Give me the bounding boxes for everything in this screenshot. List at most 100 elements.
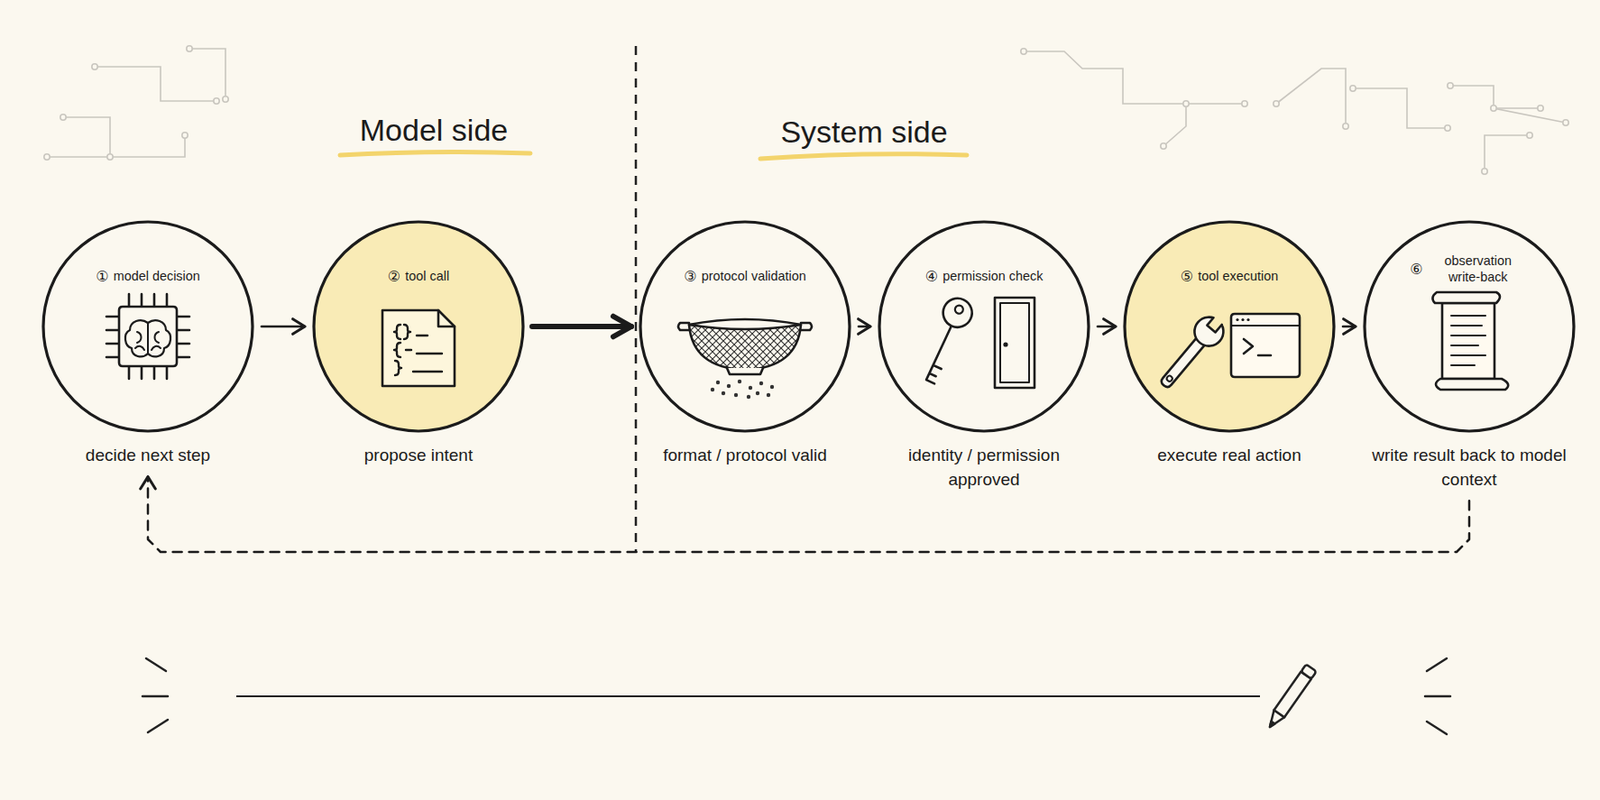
wrench-handle (1159, 336, 1207, 389)
circuit-pad (1447, 82, 1453, 89)
step-title: observation write-back (1427, 253, 1529, 286)
terminal-bar (1231, 324, 1300, 327)
key-icon (913, 294, 977, 387)
sift-dot (770, 385, 774, 389)
step-circle: ④permission checkidentity / permission a… (877, 220, 1091, 433)
chip-pins (106, 294, 190, 379)
terminal-prompt (1243, 339, 1271, 356)
circle-outline (879, 221, 1089, 432)
brain-outline (125, 320, 171, 357)
sift-dot (766, 393, 771, 397)
key-shaft (926, 325, 960, 384)
circuit-pad (182, 132, 188, 138)
callout-number: ② (387, 267, 402, 286)
step-icon (1152, 308, 1300, 396)
step-title: model decision (113, 268, 201, 285)
circuit-pad (60, 114, 66, 120)
terminal-dot (1241, 318, 1244, 322)
step-caption: write result back to model context (1362, 443, 1576, 492)
wrench-head (1188, 311, 1230, 352)
circuit-pad (1563, 119, 1569, 126)
circle-outline (1364, 221, 1574, 432)
circuit-pad (186, 45, 193, 52)
step-icon (1432, 292, 1509, 390)
colander-bowl (689, 324, 801, 370)
circle-outline (1124, 221, 1334, 432)
step-caption: propose intent (312, 443, 525, 469)
colander-rim (689, 319, 801, 330)
flow-arrow (532, 323, 632, 330)
circuit-pad (213, 98, 220, 104)
circle-shape (41, 220, 255, 433)
circuit-trace (1484, 135, 1530, 172)
document-fold (438, 310, 455, 327)
step-caption: decide next step (41, 443, 255, 469)
step-header: ③protocol validation (638, 267, 852, 286)
scroll-lines (1451, 315, 1486, 366)
flow-arrow (1097, 325, 1116, 329)
flow-arrow (147, 477, 1470, 552)
circuit-pad (1526, 132, 1533, 138)
step-header: ④permission check (877, 267, 1091, 286)
circuit-trace (189, 48, 226, 100)
circuit-trace (1276, 68, 1346, 127)
sift-dot (726, 384, 731, 388)
circle-outline (43, 221, 253, 432)
circuit-pad (91, 64, 98, 70)
door-panel (1000, 303, 1030, 383)
circuit-pad (222, 96, 229, 102)
sift-dot (737, 379, 742, 384)
step-icon (382, 310, 455, 387)
circuit-pad (1183, 101, 1189, 107)
flow-arrow (261, 325, 305, 329)
circuit-trace (1023, 51, 1245, 104)
circuit-trace (46, 117, 111, 157)
sift-dot (746, 395, 751, 399)
circle-shape (877, 220, 1091, 433)
divider-line (634, 45, 638, 552)
document-icon (382, 310, 455, 387)
wrench-jaw (1206, 317, 1222, 332)
wrench-notch (1206, 313, 1224, 332)
callout-number: ① (95, 267, 110, 286)
scroll-bottom-roll (1435, 378, 1509, 390)
circuit-trace (1493, 107, 1541, 110)
step-caption: execute real action (1122, 443, 1336, 469)
circuit-pad (1342, 123, 1349, 129)
step-circle: ②tool callpropose intent (312, 220, 525, 433)
door-frame (994, 297, 1035, 388)
circuit-pad (1481, 168, 1488, 175)
step-circle: ⑥observation write-backwrite result back… (1362, 220, 1576, 433)
circuit-pad (1350, 85, 1356, 92)
sift-dot (734, 393, 738, 397)
terminal-dot (1235, 318, 1239, 322)
wrench-icon (1152, 308, 1233, 396)
colander-handles (678, 322, 812, 331)
circle-shape (1122, 220, 1336, 433)
circuit-trace (1352, 88, 1448, 129)
wrench-ring (1165, 374, 1173, 382)
step-header: ⑥observation write-back (1362, 253, 1576, 286)
step-circle: ①model decisiondecide next step (41, 220, 255, 433)
circuit-pad (44, 154, 50, 160)
door-knob (1002, 341, 1008, 347)
sift-dot (748, 386, 753, 390)
circuit-trace (1163, 103, 1187, 147)
callout-number: ⑥ (1409, 260, 1424, 278)
step-icon (106, 294, 190, 379)
sift-dot (755, 391, 760, 396)
step-caption: format / protocol valid (638, 443, 852, 469)
step-circle: ⑤tool executionexecute real action (1122, 220, 1336, 433)
step-title: permission check (942, 268, 1043, 285)
circle-shape (638, 220, 852, 433)
pencil-line (236, 695, 1260, 698)
terminal-dot (1246, 318, 1250, 322)
circle-outline (640, 221, 850, 432)
circuit-decoration (44, 45, 1569, 175)
circuit-pad (1444, 125, 1451, 131)
sift-dot (721, 391, 726, 396)
step-circle: ③protocol validationformat / protocol va… (638, 220, 852, 433)
circuit-pad (1490, 105, 1497, 111)
step-title: tool execution (1197, 268, 1279, 285)
spark-strokes (142, 658, 1451, 735)
